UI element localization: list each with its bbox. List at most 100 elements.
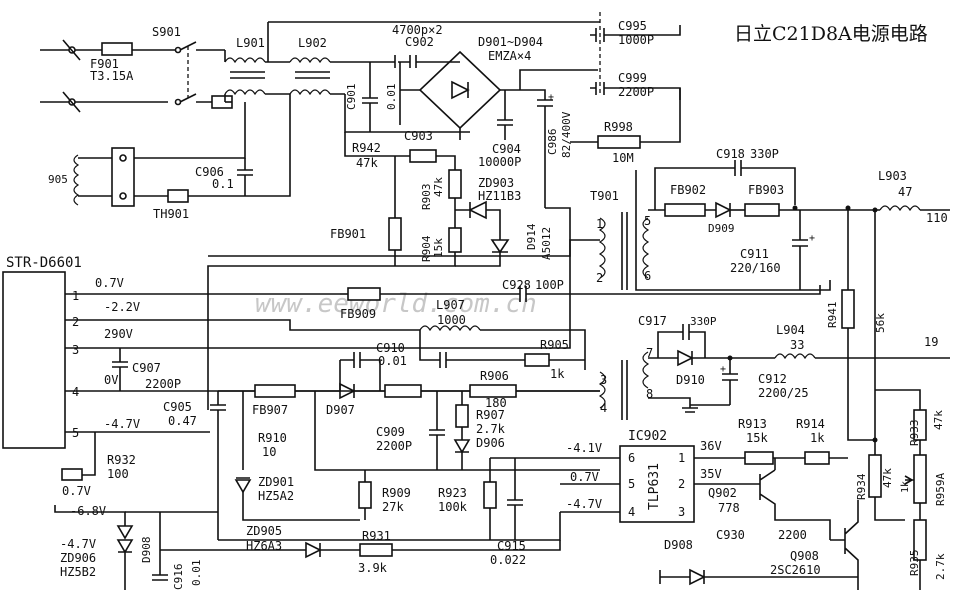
- r923-label: R923: [438, 486, 467, 500]
- q908-value: 2SC2610: [770, 563, 821, 577]
- ic-pin1-num: 1: [72, 289, 79, 303]
- ic-pin5-num: 5: [72, 426, 79, 440]
- c917-value: 330P: [690, 315, 717, 328]
- f901-label: F901: [90, 57, 119, 71]
- v-68: -6.8V: [70, 504, 106, 518]
- r906-value: 180: [485, 396, 507, 410]
- capacitor-c910: [419, 330, 525, 368]
- transformer-t901: T901 1 2 3 4 5 6 7 8: [590, 189, 653, 420]
- l901-label: L901: [236, 36, 265, 50]
- r933-label: R933: [908, 420, 921, 447]
- s901-label: S901: [152, 25, 181, 39]
- opto-pin6: 6: [628, 451, 635, 465]
- r905-label: R905: [540, 338, 569, 352]
- capacitor-c906: [237, 158, 253, 196]
- r913-label: R913: [738, 417, 767, 431]
- drive-section: C907 2200P C905 0.47 FB907 D907 R906 180…: [112, 348, 600, 567]
- fb902-label: FB902: [670, 183, 706, 197]
- diode-d908b: [660, 568, 706, 586]
- zd906-value: HZ5B2: [60, 565, 96, 579]
- diode-d910: [648, 349, 694, 367]
- resistor-r909: [358, 481, 372, 509]
- d908b-label: D908: [664, 538, 693, 552]
- c986-plus: +: [548, 92, 554, 103]
- secondary-19v: C917 330P D910 + C912 2200/25 L904 33 19: [638, 314, 950, 413]
- bridge-label: D901~D904: [478, 35, 543, 49]
- capacitor-c905: [210, 391, 226, 540]
- c907-value: 2200P: [145, 377, 181, 391]
- c916-value: 0.01: [190, 560, 203, 587]
- c986-value: 82/400V: [560, 111, 573, 158]
- zener-zd906: [116, 525, 134, 554]
- c928-value: 100P: [535, 278, 564, 292]
- l904-value: 33: [790, 338, 804, 352]
- zd906-label: ZD906: [60, 551, 96, 565]
- r906-label: R906: [480, 369, 509, 383]
- r910-value: 10: [262, 445, 276, 459]
- c917-label: C917: [638, 314, 667, 328]
- fb909-label: FB909: [340, 307, 376, 321]
- opto-pin5: 5: [628, 477, 635, 491]
- t-pin1: 1: [596, 217, 603, 231]
- c901-label: C901: [345, 84, 358, 111]
- c904-value: 10000P: [478, 155, 521, 169]
- c909-value: 2200P: [376, 439, 412, 453]
- fb901-label: FB901: [330, 227, 366, 241]
- resistor-link: [384, 384, 422, 398]
- resistor-r905: [524, 353, 550, 367]
- c905-label: C905: [163, 400, 192, 414]
- resistor-r931: [359, 543, 393, 557]
- opto-pin1: 1: [678, 451, 685, 465]
- ic-pin3-voltage: 290V: [104, 327, 133, 341]
- l907-label: L907: [436, 298, 465, 312]
- ic-pin3-num: 3: [72, 343, 79, 357]
- c986-label: C986: [546, 129, 559, 156]
- diode-d906: [453, 427, 471, 454]
- c999-value: 2200P: [618, 85, 654, 99]
- r998-label: R998: [604, 120, 633, 134]
- c910-label: C910: [376, 341, 405, 355]
- r909-label: R909: [382, 486, 411, 500]
- d910-label: D910: [676, 373, 705, 387]
- r907-label: R907: [476, 408, 505, 422]
- d914-value: A5012: [540, 227, 553, 260]
- r941-label: R941: [826, 302, 839, 329]
- startup-section: R903 47k R904 15k ZD903 HZ11B3 D914 A501…: [207, 156, 571, 410]
- r934-value: 47k: [881, 468, 894, 488]
- opto-v-pin5: 0.7V: [570, 470, 599, 484]
- resistor-r903: [448, 169, 462, 199]
- c911-value: 220/160: [730, 261, 781, 275]
- t-pin7: 7: [646, 346, 653, 360]
- r913-value: 15k: [746, 431, 768, 445]
- ic-pin4-num: 4: [72, 385, 79, 399]
- opto-v-pin4: -4.7V: [566, 497, 602, 511]
- t-pin5: 5: [644, 214, 651, 228]
- resistor-r907: [455, 404, 469, 428]
- l903-value: 47: [898, 185, 912, 199]
- plug-label: 905: [48, 173, 68, 186]
- c999-label: C999: [618, 71, 647, 85]
- l907-value: 1000: [437, 313, 466, 327]
- ic-pin2-num: 2: [72, 315, 79, 329]
- resistor-r904: [448, 227, 462, 253]
- capacitor-c915: [507, 458, 523, 540]
- c916-label: C916: [172, 564, 185, 591]
- t-pin6: 6: [644, 269, 651, 283]
- ferrite-fb901: [388, 217, 402, 251]
- c901-value: 0.01: [385, 84, 398, 111]
- c995-value: 1000P: [618, 33, 654, 47]
- c911-label: C911: [740, 247, 769, 261]
- zener-zd905: [160, 541, 322, 559]
- zd903-label: ZD903: [478, 176, 514, 190]
- t-pin4: 4: [600, 401, 607, 415]
- t-pin8: 8: [646, 387, 653, 401]
- opto-part: TLP631: [647, 463, 662, 510]
- resistor-r934: [868, 454, 882, 498]
- c905-value: 0.47: [168, 414, 197, 428]
- plug-905: [111, 147, 135, 207]
- d909-label: D909: [708, 222, 735, 235]
- capacitor-c901: [362, 62, 378, 132]
- capacitor-c909: [429, 391, 445, 470]
- secondary-110v: C918 330P FB902 D909 FB903 + C911 220/16…: [635, 147, 950, 291]
